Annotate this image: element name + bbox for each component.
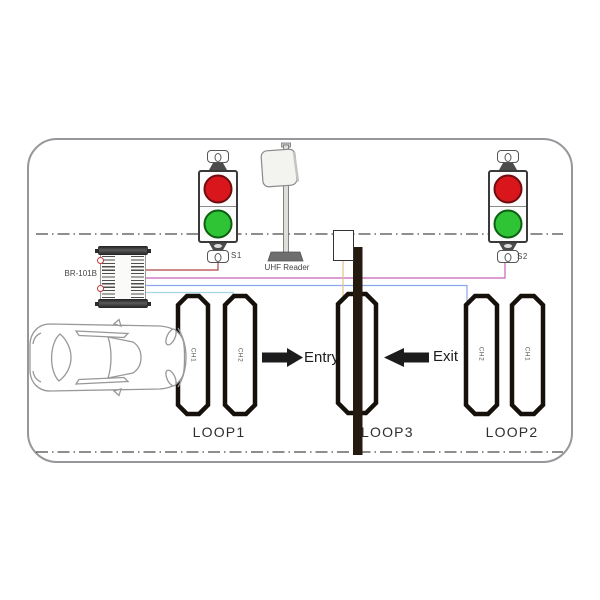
traffic-light-body bbox=[198, 170, 238, 243]
signal-s1-label: S1 bbox=[231, 251, 242, 260]
loop2-label: LOOP2 bbox=[485, 424, 539, 440]
uhf-antenna-icon bbox=[260, 142, 304, 262]
green-light bbox=[203, 209, 233, 239]
loop3-label: LOOP3 bbox=[361, 424, 414, 440]
wire-controller-to-loop2 bbox=[145, 284, 468, 301]
controller-led-1 bbox=[97, 257, 104, 264]
red-light bbox=[493, 174, 523, 204]
entry-label: Entry bbox=[304, 349, 340, 366]
controller-label: BR-101B bbox=[64, 269, 97, 278]
loop1-ch2-coil bbox=[222, 293, 258, 417]
exit-arrow-icon bbox=[384, 348, 429, 367]
loop2-ch1-coil bbox=[509, 293, 546, 417]
barrier-arm bbox=[353, 247, 363, 455]
wire-controller-to-s2 bbox=[145, 261, 506, 279]
mount-joint-icon bbox=[499, 243, 517, 250]
controller-led-2 bbox=[97, 285, 104, 292]
controller-terminal-strip-right bbox=[131, 256, 144, 298]
red-light bbox=[203, 174, 233, 204]
mount-bracket-icon bbox=[207, 250, 229, 263]
entry-arrow-icon bbox=[262, 348, 303, 367]
car-icon bbox=[29, 318, 187, 397]
signal-s2-label: S2 bbox=[517, 252, 528, 261]
controller-bottom-connector bbox=[95, 299, 151, 308]
traffic-light-s1 bbox=[198, 148, 242, 266]
mount-bracket-icon bbox=[497, 150, 519, 163]
loop1-ch1-label: CH1 bbox=[189, 347, 197, 363]
loop2-ch1-label: CH1 bbox=[523, 346, 531, 362]
green-light bbox=[493, 209, 523, 239]
exit-label: Exit bbox=[433, 348, 459, 365]
loop1-label: LOOP1 bbox=[192, 424, 246, 440]
mount-joint-icon bbox=[209, 243, 227, 250]
mount-joint-icon bbox=[499, 163, 517, 170]
traffic-light-s2 bbox=[488, 148, 532, 266]
traffic-light-body bbox=[488, 170, 528, 243]
mount-joint-icon bbox=[209, 163, 227, 170]
loop2-ch2-label: CH2 bbox=[477, 346, 485, 362]
loop2-ch2-coil bbox=[463, 293, 500, 417]
controller-terminal-strip-left bbox=[102, 256, 115, 298]
controller-box bbox=[95, 246, 151, 308]
mount-bracket-icon bbox=[497, 250, 519, 263]
loop1-ch2-label: CH2 bbox=[236, 347, 244, 363]
uhf-reader-label: UHF Reader bbox=[264, 263, 310, 272]
mount-bracket-icon bbox=[207, 150, 229, 163]
barrier-gate-housing bbox=[333, 230, 354, 261]
controller-top-connector bbox=[95, 246, 151, 255]
